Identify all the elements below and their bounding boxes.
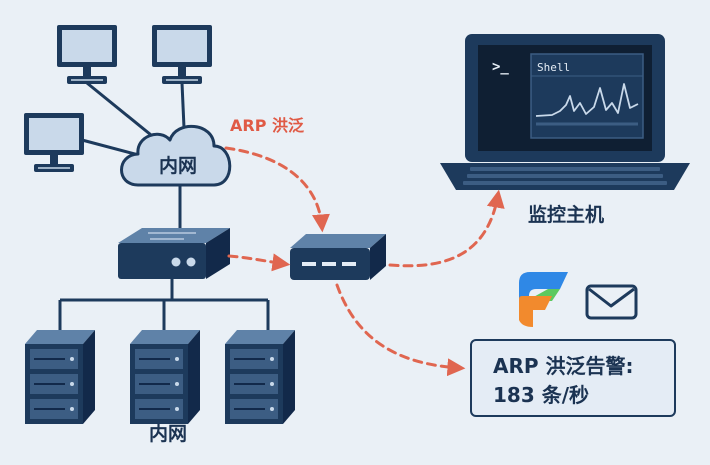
server-rack-icon (25, 330, 95, 424)
server-rack-icon (130, 330, 200, 424)
alert-panel: ARP 洪泛告警: 183 条/秒 (470, 339, 676, 417)
server-rack-icon (225, 330, 295, 424)
alert-title: ARP 洪泛告警: (493, 354, 634, 378)
arrow-sensor-to-alert (335, 283, 466, 377)
arrow-switch-to-sensor (227, 253, 291, 272)
network-sensor-icon (290, 234, 386, 280)
shell-prompt-icon: >_ (492, 59, 509, 75)
network-switch-icon (118, 228, 230, 279)
laptop-icon: >_ Shell (440, 34, 690, 190)
arrow-cloud-to-sensor (224, 146, 330, 233)
desktop-computer-icon (23, 112, 85, 173)
bottom-network-label: 内网 (149, 422, 187, 445)
monitor-host-label: 监控主机 (528, 203, 604, 226)
arrow-sensor-to-monitor (388, 189, 505, 268)
desktop-computer-icon (56, 24, 118, 85)
cloud-icon: 内网 (120, 125, 232, 187)
cloud-label: 内网 (159, 154, 197, 177)
traffic-sparkline (535, 83, 639, 117)
shell-window-title: Shell (537, 61, 570, 74)
alert-rate: 183 条/秒 (493, 383, 590, 407)
flow-arrows (224, 146, 505, 377)
server-links (58, 278, 270, 334)
desktop-computer-icon (151, 24, 213, 85)
app-logo-icon (519, 272, 568, 327)
mail-icon (585, 284, 638, 320)
arp-flood-label: ARP 洪泛 (230, 116, 304, 135)
